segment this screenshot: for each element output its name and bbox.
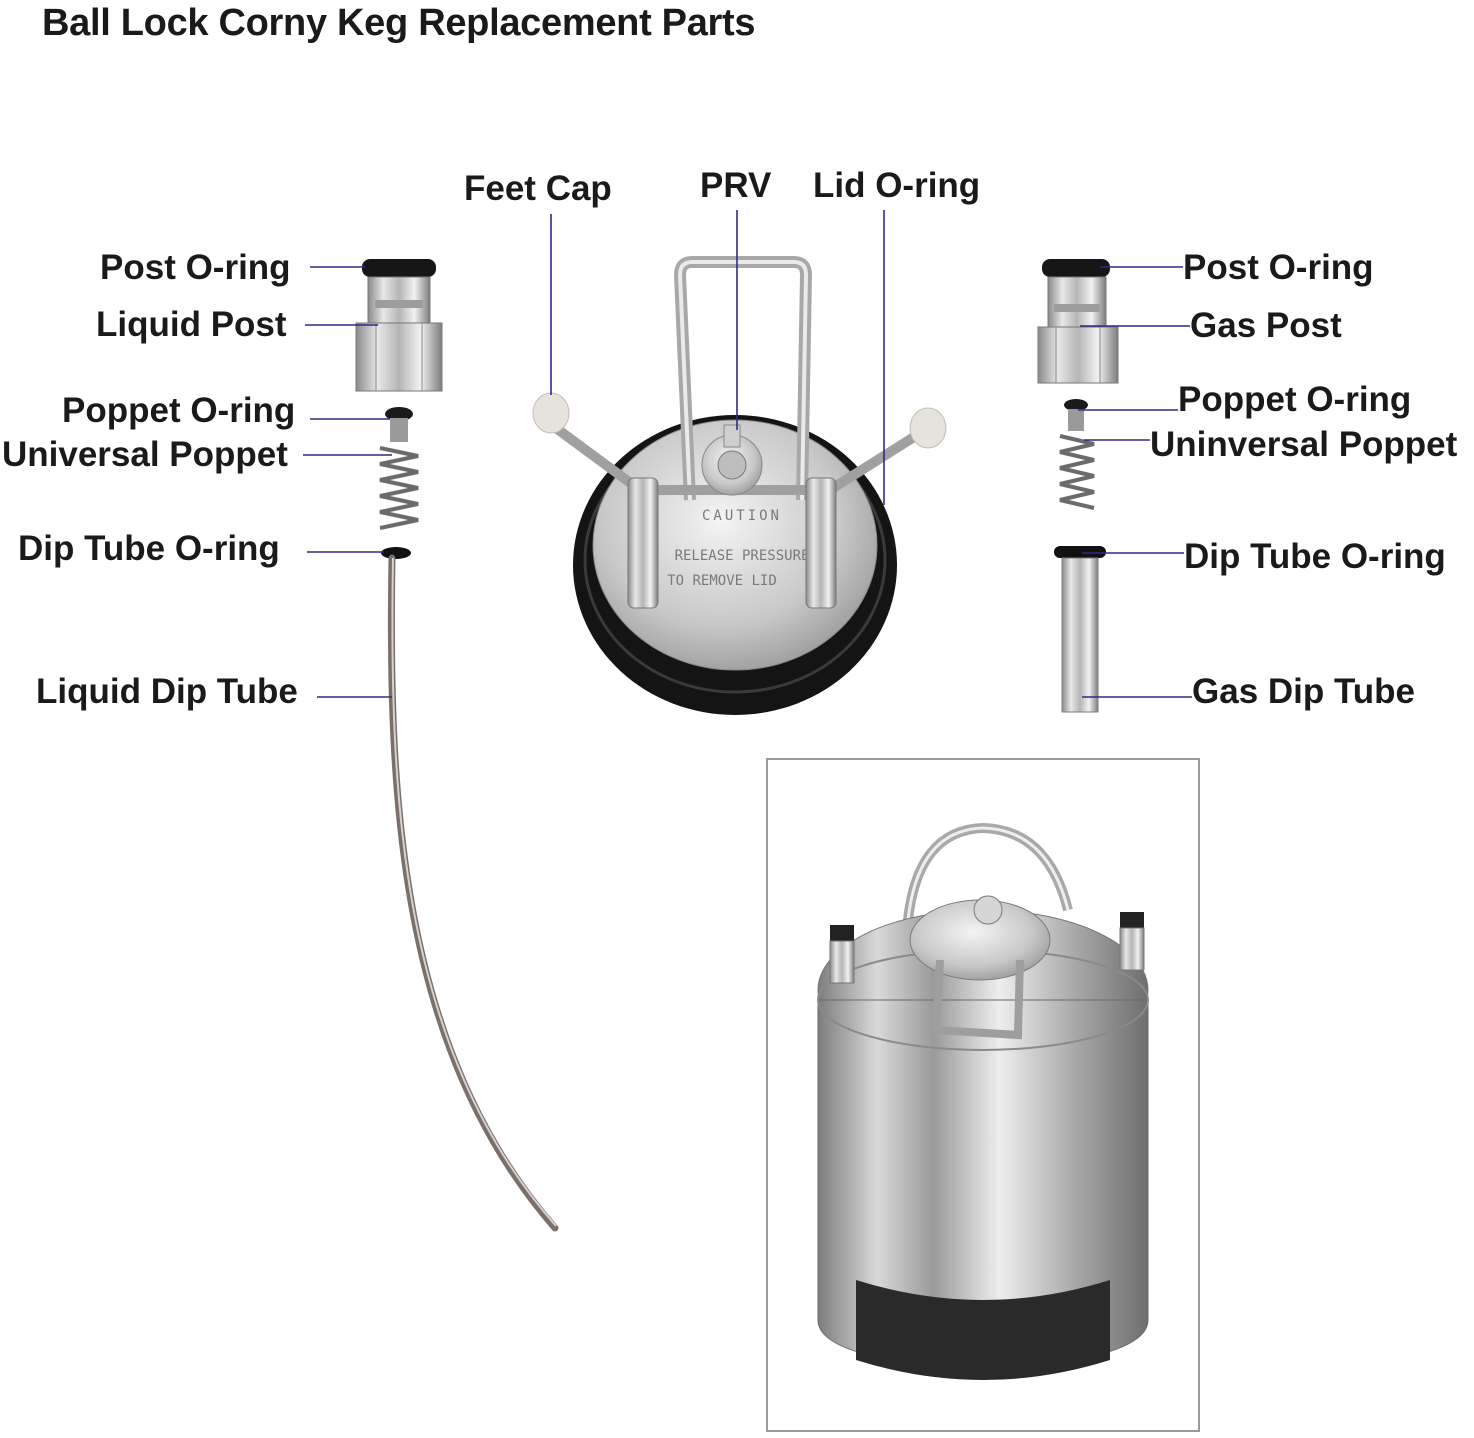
feet-cap-left	[533, 393, 569, 433]
lid-caution-text: CAUTION	[702, 508, 782, 524]
keg-inset-frame	[766, 758, 1200, 1432]
keg-liquid-post	[830, 925, 854, 983]
liquid-post	[356, 277, 442, 391]
liquid-dip-tube	[391, 558, 556, 1228]
right-universal-poppet	[1060, 409, 1094, 508]
left-post-oring	[362, 259, 436, 277]
keg-prv	[974, 896, 1002, 924]
gas-post	[1038, 277, 1118, 383]
lid-remove-text: TO REMOVE LID	[667, 573, 777, 589]
right-dip-tube-oring	[1054, 546, 1106, 558]
keg-illustration	[768, 760, 1198, 1430]
feet-cap-right	[910, 408, 946, 448]
keg-gas-post	[1120, 912, 1144, 970]
lid-release-text: RELEASE PRESSURE	[675, 548, 810, 564]
left-universal-poppet	[380, 418, 418, 528]
right-post-oring	[1042, 259, 1110, 277]
gas-dip-tube	[1062, 558, 1098, 712]
left-dip-tube-oring	[381, 547, 411, 559]
